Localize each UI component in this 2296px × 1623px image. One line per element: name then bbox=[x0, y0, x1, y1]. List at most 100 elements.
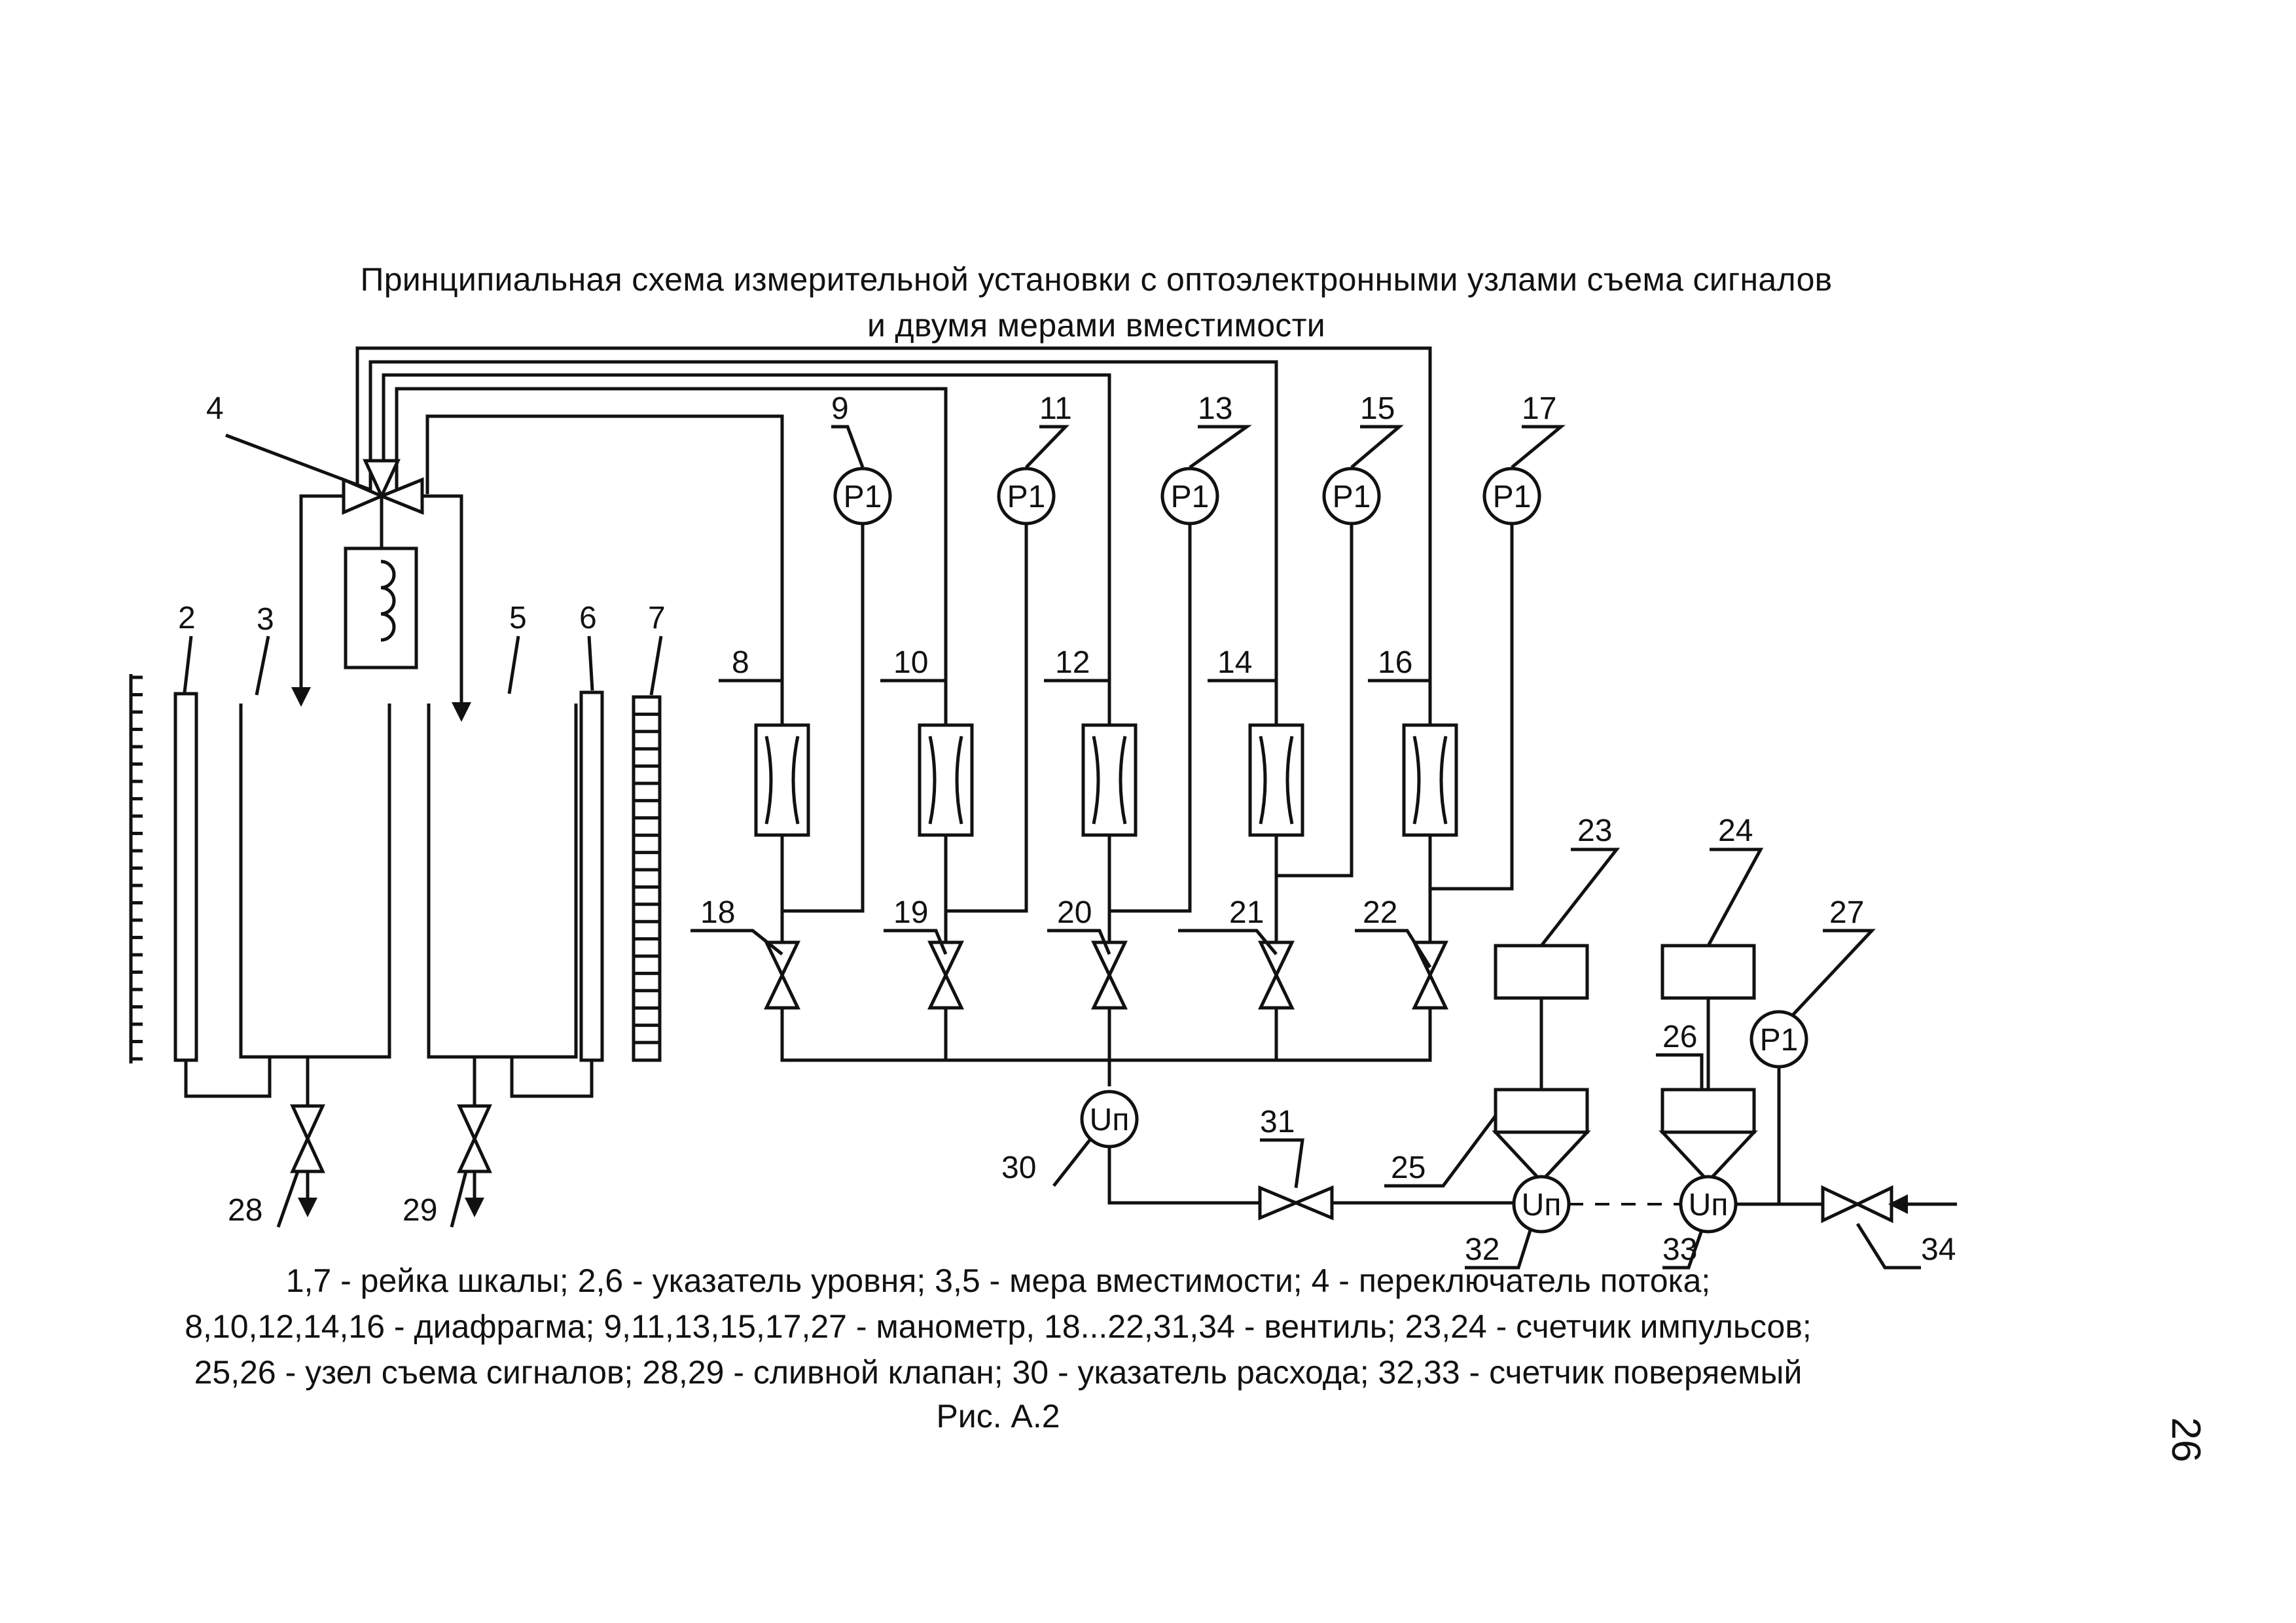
pressure-gauge-27-text: P1 bbox=[1760, 1023, 1799, 1058]
meter-under-test-33: Uп bbox=[1679, 1175, 1738, 1234]
label-30: 30 bbox=[1001, 1139, 1091, 1187]
label-13-text: 13 bbox=[1198, 391, 1232, 426]
label-8-text: 8 bbox=[732, 645, 749, 680]
label-11-text: 11 bbox=[1039, 391, 1072, 426]
label-3-text: 3 bbox=[257, 602, 274, 637]
valve-31 bbox=[1258, 1185, 1532, 1221]
pressure-gauge-15-text: P1 bbox=[1333, 480, 1371, 514]
capacity-measure-3 bbox=[239, 704, 391, 1059]
label-4-text: 4 bbox=[206, 391, 224, 426]
label-5-text: 5 bbox=[509, 601, 527, 635]
label-23-text: 23 bbox=[1577, 813, 1612, 848]
label-21-text: 21 bbox=[1229, 895, 1264, 930]
diaphragm-10 bbox=[918, 723, 974, 939]
valve-22 bbox=[1412, 939, 1448, 1010]
pressure-gauge-15: P1 bbox=[1276, 467, 1381, 878]
meter-33-text: Uп bbox=[1689, 1188, 1729, 1222]
flow-indicator-30: Uп bbox=[1080, 1090, 1260, 1205]
label-21: 21 bbox=[1178, 895, 1278, 955]
diaphragm-16 bbox=[1402, 723, 1458, 939]
label-29: 29 bbox=[403, 1171, 468, 1228]
pressure-gauge-17-text: P1 bbox=[1493, 480, 1532, 514]
label-9-text: 9 bbox=[831, 391, 849, 426]
label-31: 31 bbox=[1260, 1105, 1304, 1188]
label-12-text: 12 bbox=[1055, 645, 1090, 680]
meter-under-test-32: Uп bbox=[1512, 1175, 1571, 1234]
label-6-text: 6 bbox=[579, 601, 597, 635]
flow-indicator-30-text: Uп bbox=[1090, 1103, 1130, 1137]
label-31-text: 31 bbox=[1260, 1105, 1295, 1139]
valve-21 bbox=[1258, 939, 1295, 1010]
legend-line-1: 1,7 - рейка шкалы; 2,6 - указатель уровн… bbox=[285, 1262, 1711, 1299]
valve-19 bbox=[927, 939, 964, 1010]
page-number: 26 bbox=[2163, 1417, 2208, 1463]
label-28-text: 28 bbox=[228, 1193, 262, 1228]
label-3: 3 bbox=[255, 602, 274, 696]
level-indicator-2 bbox=[173, 692, 198, 1062]
pressure-gauge-11: P1 bbox=[946, 467, 1056, 913]
label-7-text: 7 bbox=[648, 601, 666, 635]
label-18: 18 bbox=[691, 895, 783, 955]
bottom-connections bbox=[184, 1057, 594, 1106]
label-10: 10 bbox=[880, 645, 948, 725]
signal-lines bbox=[355, 346, 1432, 880]
label-32-text: 32 bbox=[1465, 1232, 1499, 1267]
label-5: 5 bbox=[507, 601, 527, 694]
label-20: 20 bbox=[1047, 895, 1111, 955]
pressure-gauge-13-text: P1 bbox=[1171, 480, 1210, 514]
label-9: 9 bbox=[831, 391, 865, 468]
valve-18 bbox=[764, 939, 800, 1010]
label-16-text: 16 bbox=[1378, 645, 1412, 680]
pressure-gauge-9: P1 bbox=[782, 467, 892, 913]
label-29-text: 29 bbox=[403, 1193, 437, 1228]
diaphragm-8 bbox=[754, 723, 810, 939]
label-19-text: 19 bbox=[893, 895, 928, 930]
label-2: 2 bbox=[178, 601, 196, 693]
label-22-text: 22 bbox=[1363, 895, 1397, 930]
label-14-text: 14 bbox=[1217, 645, 1252, 680]
figure-caption: Рис. А.2 bbox=[936, 1398, 1060, 1435]
legend-line-2: 8,10,12,14,16 - диафрагма; 9,11,13,15,17… bbox=[185, 1308, 1812, 1345]
label-8: 8 bbox=[719, 645, 784, 725]
pressure-gauge-13: P1 bbox=[1109, 467, 1219, 913]
switch-outlets bbox=[291, 494, 471, 722]
label-19: 19 bbox=[884, 895, 948, 955]
signal-pickup-26 bbox=[1659, 1088, 1758, 1184]
pressure-gauge-27: P1 bbox=[1749, 1010, 1808, 1069]
label-16: 16 bbox=[1368, 645, 1432, 725]
label-34: 34 bbox=[1856, 1222, 1956, 1270]
label-23: 23 bbox=[1540, 813, 1621, 947]
label-30-text: 30 bbox=[1001, 1150, 1036, 1185]
label-33: 33 bbox=[1662, 1230, 1704, 1270]
pressure-gauge-9-text: P1 bbox=[844, 480, 882, 514]
label-26: 26 bbox=[1656, 1020, 1704, 1090]
label-14: 14 bbox=[1208, 645, 1278, 725]
label-25: 25 bbox=[1384, 1115, 1498, 1188]
label-11: 11 bbox=[1025, 391, 1072, 469]
valve-group bbox=[764, 939, 1448, 1010]
legend-line-3: 25,26 - узел съема сигналов; 28,29 - сли… bbox=[194, 1354, 1803, 1391]
label-25-text: 25 bbox=[1391, 1150, 1426, 1185]
drain-valve-29 bbox=[457, 1104, 492, 1217]
label-27-text: 27 bbox=[1829, 895, 1864, 930]
impulse-counter-24 bbox=[1660, 944, 1756, 1000]
valve-20 bbox=[1091, 939, 1128, 1010]
signal-pickup-25 bbox=[1492, 1088, 1591, 1184]
meter-32-text: Uп bbox=[1522, 1188, 1562, 1222]
label-10-text: 10 bbox=[893, 645, 928, 680]
label-17: 17 bbox=[1511, 391, 1566, 469]
label-12: 12 bbox=[1044, 645, 1111, 725]
level-indicator-6 bbox=[579, 690, 604, 1062]
impulse-counter-23 bbox=[1494, 944, 1589, 1000]
diaphragm-14 bbox=[1248, 723, 1304, 939]
inlet-line bbox=[1736, 1067, 1957, 1223]
flow-switch-4 bbox=[342, 459, 424, 669]
diagram-title-line-2: и двумя мерами вместимости bbox=[867, 307, 1326, 344]
label-4: 4 bbox=[206, 391, 370, 491]
label-20-text: 20 bbox=[1057, 895, 1092, 930]
label-13: 13 bbox=[1189, 391, 1252, 469]
label-22: 22 bbox=[1355, 895, 1432, 969]
